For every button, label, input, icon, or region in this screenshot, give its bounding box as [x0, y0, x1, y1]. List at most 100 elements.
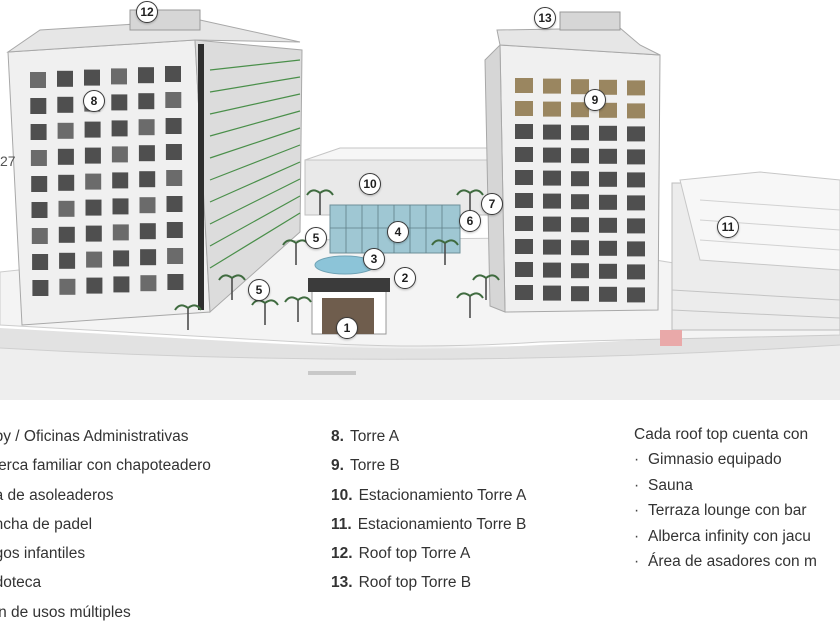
street-mark	[308, 371, 356, 375]
window	[30, 98, 47, 114]
side-label: 27	[0, 153, 16, 169]
parking-torre-a-roof	[304, 147, 502, 161]
window	[30, 124, 47, 140]
window	[571, 217, 589, 233]
legend-item: 9.Torre B	[331, 451, 526, 480]
window	[58, 200, 75, 217]
window	[84, 121, 101, 138]
balcony-rail	[209, 161, 301, 203]
parking-torre-b-levels	[671, 289, 840, 319]
window	[165, 66, 181, 82]
palm-frond	[282, 239, 297, 246]
window	[571, 194, 589, 210]
window	[140, 275, 157, 292]
pink-kiosk	[660, 330, 682, 346]
window	[543, 147, 561, 163]
lobby-canopy	[308, 278, 390, 292]
bullet-icon: ·	[634, 527, 640, 545]
marker-m5b: 5	[248, 279, 270, 301]
window	[627, 149, 645, 165]
window	[165, 144, 182, 160]
palm-frond	[485, 274, 500, 281]
legend-number: 12.	[331, 545, 353, 563]
window	[113, 276, 130, 293]
window	[515, 124, 533, 139]
palm-tree	[431, 239, 459, 265]
window	[627, 264, 645, 280]
legend-text: Torre A	[349, 428, 400, 445]
amenity-text: Sauna	[648, 476, 693, 494]
balcony-rail	[209, 127, 301, 159]
window	[599, 194, 617, 210]
window	[165, 118, 182, 134]
window	[138, 145, 155, 162]
marker-m9: 9	[584, 89, 606, 111]
marker-m7: 7	[481, 193, 503, 215]
marker-m4: 4	[387, 221, 409, 243]
window	[84, 147, 101, 164]
palm-frond	[431, 239, 446, 246]
palm-frond	[456, 292, 471, 299]
window	[111, 146, 128, 163]
window	[30, 150, 47, 166]
window	[543, 193, 561, 209]
palm-frond	[297, 296, 312, 303]
rooftop-amenity: ·Gimnasio equipado	[634, 447, 817, 473]
window	[165, 92, 182, 108]
window	[84, 69, 100, 86]
window	[599, 217, 617, 233]
window	[543, 124, 561, 140]
window	[599, 240, 617, 256]
rooftop-amenity: ·Alberca infinity con jacu	[634, 524, 817, 550]
window	[571, 240, 589, 256]
torre-a-side	[194, 39, 303, 314]
marker-m5a: 5	[305, 227, 327, 249]
window	[57, 122, 74, 139]
window	[32, 254, 49, 270]
window	[543, 170, 561, 186]
balcony-rail	[209, 93, 301, 115]
legend-text: Roof top Torre A	[358, 545, 471, 563]
palm-tree	[174, 304, 202, 330]
palm-frond	[284, 296, 299, 303]
window	[86, 277, 103, 294]
legend-item: 12. Roof top Torre A	[331, 539, 526, 568]
palm-frond	[456, 189, 471, 196]
legend-text: Roof top Torre B	[358, 574, 472, 592]
torre-a-windows	[30, 66, 184, 296]
marker-m10: 10	[359, 173, 381, 195]
window	[57, 70, 73, 87]
torre-a-balconies	[209, 59, 301, 269]
legend-item: 11.Estacionamiento Torre B	[331, 510, 526, 539]
window	[32, 280, 49, 296]
window	[515, 216, 533, 231]
legend-item: 8.Torre A	[331, 422, 526, 451]
legend-text: Estacionamiento Torre B	[357, 515, 527, 533]
palm-tree	[284, 296, 312, 322]
window	[571, 148, 589, 164]
palm-frond	[472, 274, 487, 281]
window	[139, 197, 156, 214]
balcony-rail	[209, 59, 301, 71]
window	[543, 216, 561, 232]
window	[571, 171, 589, 187]
window	[515, 78, 533, 93]
window	[599, 171, 617, 187]
bullet-icon: ·	[634, 451, 640, 468]
bullet-icon: ·	[634, 502, 640, 519]
marker-m8: 8	[83, 90, 105, 112]
balcony-rail	[209, 212, 301, 269]
palm-frond	[444, 239, 459, 246]
window	[31, 202, 48, 218]
window	[627, 195, 645, 211]
window	[599, 125, 617, 141]
window	[112, 172, 129, 189]
palm-frond	[187, 304, 202, 311]
window	[167, 274, 184, 290]
window	[571, 286, 589, 302]
window	[571, 125, 589, 141]
window	[515, 239, 533, 254]
palm-frond	[306, 189, 321, 196]
window	[112, 224, 129, 241]
palm-frond	[264, 299, 279, 306]
